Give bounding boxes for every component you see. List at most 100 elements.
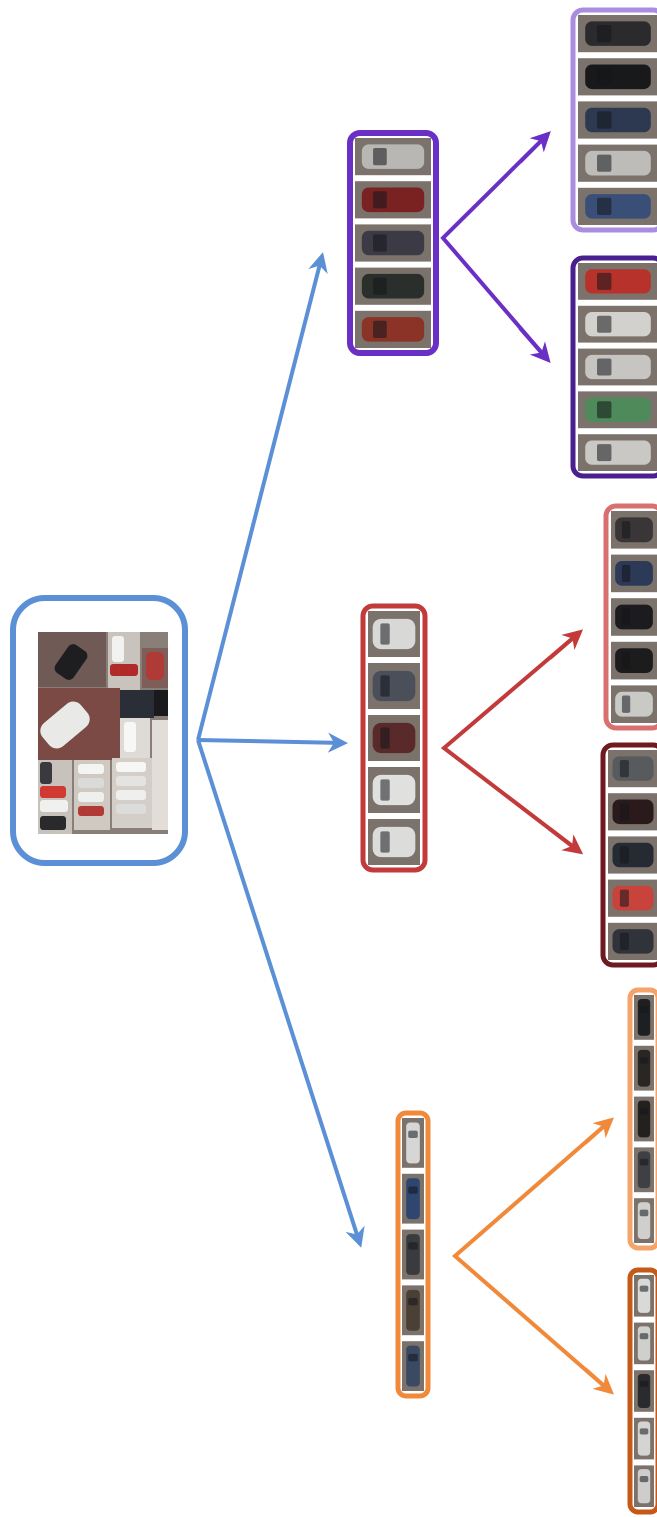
windshield [597, 444, 612, 462]
car-icon [372, 722, 416, 754]
arrow-purple-to-light [518, 131, 551, 164]
car-icon [406, 1234, 420, 1275]
windshield [597, 315, 612, 333]
car-icon [637, 1373, 651, 1409]
car-icon [612, 885, 654, 911]
windshield [373, 234, 387, 252]
windshield [597, 401, 612, 419]
windshield [639, 1428, 649, 1435]
car-icon [637, 1326, 651, 1361]
car-icon [612, 799, 654, 825]
orange-dark-subcluster-node [627, 1267, 657, 1515]
car-icon [637, 1421, 651, 1456]
car-icon [585, 397, 651, 422]
car-icon [637, 1151, 651, 1189]
windshield [619, 932, 629, 950]
red-dark-subcluster-node [600, 742, 657, 968]
car-icon [406, 1345, 420, 1387]
purple-cluster-node [347, 130, 439, 356]
windshield [639, 1057, 649, 1064]
car-icon [372, 774, 416, 806]
car-icon [615, 560, 653, 586]
car-icon [372, 670, 416, 702]
windshield [639, 1475, 649, 1483]
car-icon [585, 354, 651, 380]
arrow-red-to-light [548, 629, 584, 660]
car-icon [406, 1122, 420, 1164]
red-light-subcluster-node [603, 503, 657, 731]
windshield [639, 1285, 649, 1292]
windshield [619, 846, 629, 864]
windshield [639, 1107, 649, 1115]
car-icon [406, 1178, 420, 1220]
windshield [639, 1006, 649, 1013]
windshield [597, 358, 612, 376]
windshield [380, 779, 390, 801]
windshield [408, 1186, 418, 1194]
orange-cluster-thumbnails [402, 1118, 424, 1391]
purple-dark-thumbnails [578, 263, 657, 471]
windshield [373, 320, 387, 338]
car-icon [585, 64, 651, 90]
windshield [621, 521, 631, 539]
car-icon [406, 1289, 420, 1331]
purple-branch-arrows [440, 131, 551, 364]
car-icon [585, 312, 651, 337]
orange-cluster-node [395, 1110, 431, 1399]
car-icon [637, 1049, 651, 1087]
car-icon [372, 826, 416, 858]
car-icon [615, 648, 653, 674]
car-icon [637, 1202, 651, 1239]
red-branch-arrows [440, 629, 584, 855]
arrow-orange-to-light [583, 1117, 614, 1145]
windshield [373, 148, 387, 166]
windshield [597, 154, 612, 172]
car-icon [585, 440, 651, 465]
windshield [597, 197, 612, 215]
car-icon [615, 691, 653, 717]
arrow-root-to-red [197, 732, 348, 753]
purple-cluster-thumbnails [355, 138, 431, 348]
car-icon [585, 107, 651, 133]
red-light-thumbnails [611, 511, 657, 723]
car-icon [585, 150, 651, 176]
arrow-red-to-dark [548, 827, 584, 855]
windshield [408, 1353, 418, 1362]
car-icon [361, 317, 425, 342]
orange-light-subcluster-node [627, 987, 657, 1251]
windshield [619, 803, 629, 821]
windshield [408, 1130, 418, 1138]
windshield [408, 1298, 418, 1306]
windshield [408, 1242, 418, 1250]
car-icon [615, 604, 653, 630]
arrow-purple-to-dark [518, 326, 551, 364]
car-icon [637, 999, 651, 1036]
arrow-orange-to-dark [583, 1367, 614, 1395]
red-dark-thumbnails [608, 750, 657, 960]
windshield [621, 608, 631, 626]
red-cluster-thumbnails [368, 611, 420, 865]
purple-light-thumbnails [578, 15, 657, 225]
windshield [380, 831, 390, 853]
windshield [621, 695, 631, 713]
windshield [380, 623, 390, 645]
windshield [639, 1158, 649, 1166]
car-icon [372, 618, 416, 650]
red-cluster-node [360, 603, 428, 873]
windshield [597, 68, 612, 86]
orange-branch-arrows [451, 1117, 614, 1395]
parking-lot-mosaic [38, 632, 168, 834]
car-icon [615, 517, 653, 543]
windshield [621, 651, 631, 670]
windshield [639, 1333, 649, 1340]
windshield [597, 272, 612, 290]
car-icon [585, 269, 651, 294]
purple-dark-subcluster-node [570, 255, 657, 479]
windshield [380, 727, 390, 749]
arrow-root-to-orange [196, 739, 365, 1248]
car-icon [637, 1278, 651, 1313]
arrow-root-to-purple [196, 252, 328, 741]
windshield [373, 277, 387, 295]
purple-light-subcluster-node [570, 7, 657, 233]
